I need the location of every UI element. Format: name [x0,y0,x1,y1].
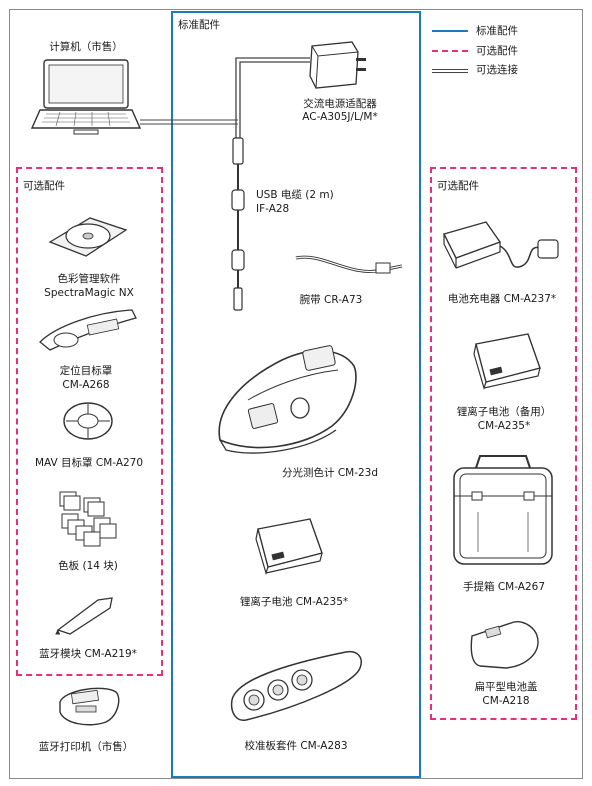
spare-battery-icon [473,333,541,390]
flat-cover-model: CM-A218 [482,695,530,707]
left-optional-title: 可选配件 [23,180,65,192]
usb-cable-name: USB 电缆 (2 m) [256,189,334,201]
software-cd-icon [48,217,128,257]
right-optional-box [430,167,577,720]
bluetooth-module-icon [55,597,113,635]
spectrophotometer-icon [218,345,357,454]
mav-mask-label: MAV 目标罩 CM-A270 [34,457,144,469]
left-optional-box [16,167,163,676]
usb-cable-model: IF-A28 [256,203,290,215]
legend-standard-label: 标准配件 [476,25,518,37]
target-mask-icon [39,309,137,351]
usb-plug-top-icon [232,137,244,165]
mav-mask-icon [63,402,113,440]
charger-label: 电池充电器 CM-A237* [447,293,557,305]
ac-adapter-model: AC-A305J/L/M* [302,111,378,123]
wrist-strap-icon [295,255,403,274]
target-mask-name: 定位目标罩 [59,365,113,377]
ac-adapter-name: 交流电源适配器 [303,98,377,110]
hard-case-icon [453,455,553,565]
legend-connection-line [432,69,468,73]
legend-optional-label: 可选配件 [476,45,518,57]
color-tiles-icon [59,491,117,547]
li-ion-battery-icon [255,518,323,575]
diagram-frame [9,9,583,779]
flat-cover-name: 扁平型电池盖 [474,681,538,693]
legend-standard-line [432,30,468,32]
bluetooth-printer-icon [59,687,120,726]
instrument-label: 分光测色计 CM-23d [281,467,379,479]
color-tiles-label: 色板 (14 块) [58,560,118,572]
standard-section-title: 标准配件 [178,19,220,31]
hard-case-label: 手提箱 CM-A267 [462,581,546,593]
right-optional-title: 可选配件 [437,180,479,192]
standard-accessories-box [171,11,421,778]
printer-label: 蓝牙打印机（市售） [38,741,134,753]
software-model: SpectraMagic NX [44,287,134,299]
calibration-kit-icon [230,650,362,721]
li-ion-battery-label: 锂离子电池 CM-A235* [239,596,349,608]
wrist-strap-label: 腕带 CR-A73 [299,294,363,306]
bluetooth-module-label: 蓝牙模块 CM-A219* [39,648,137,660]
spare-battery-model: CM-A235* [477,420,531,432]
software-name: 色彩管理软件 [57,273,121,285]
computer-label: 计算机（市售） [49,41,123,53]
laptop-icon [30,59,142,135]
ac-adapter-icon [309,41,366,89]
legend-connection-label: 可选连接 [476,64,518,76]
usb-plug-bottom-icon [233,287,243,311]
legend-optional-line [432,50,468,52]
spare-battery-name: 锂离子电池（备用） [456,406,552,418]
flat-battery-cover-icon [470,621,539,669]
target-mask-model: CM-A268 [62,379,110,391]
battery-charger-icon [442,221,559,269]
calibration-kit-label: 校准板套件 CM-A283 [244,740,348,752]
